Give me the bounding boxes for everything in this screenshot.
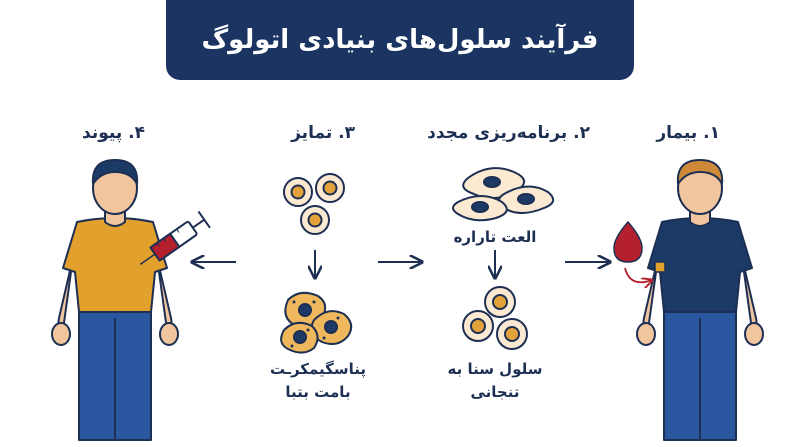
blood-draw-arrow bbox=[624, 267, 652, 282]
step-4-heading: ۴. پیوند bbox=[82, 123, 145, 143]
step-3-caption-line-2: بامت بتبا bbox=[285, 383, 351, 401]
step-2-caption-line-1: سلول سنا به bbox=[447, 360, 543, 378]
step-1-heading: ۱. بیمار bbox=[656, 123, 720, 143]
patient-figure-icon bbox=[636, 159, 764, 441]
ipsc-label: العت تاراره bbox=[453, 228, 537, 246]
step-3-heading: ۳. تمایز bbox=[291, 123, 355, 143]
step-3-caption-line-1: پناسگیمکرـت bbox=[269, 360, 367, 378]
title-banner: فرآیند سلول‌های بنیادی اتولوگ bbox=[166, 0, 634, 80]
step-2-heading: ۲. برنامه‌ریزی مجدد bbox=[427, 123, 590, 143]
ipsc-cluster-icon bbox=[462, 286, 528, 350]
stem-cell-cluster-icon bbox=[283, 173, 345, 235]
recipient-figure-icon bbox=[51, 159, 179, 441]
fibroblast-cells-icon bbox=[452, 167, 555, 222]
specialized-cells-icon bbox=[280, 291, 353, 354]
syringe-icon bbox=[139, 210, 211, 265]
blood-drop-icon bbox=[613, 220, 643, 263]
step-2-caption-line-2: تنجانی bbox=[470, 383, 520, 401]
page-title: فرآیند سلول‌های بنیادی اتولوگ bbox=[201, 25, 599, 55]
